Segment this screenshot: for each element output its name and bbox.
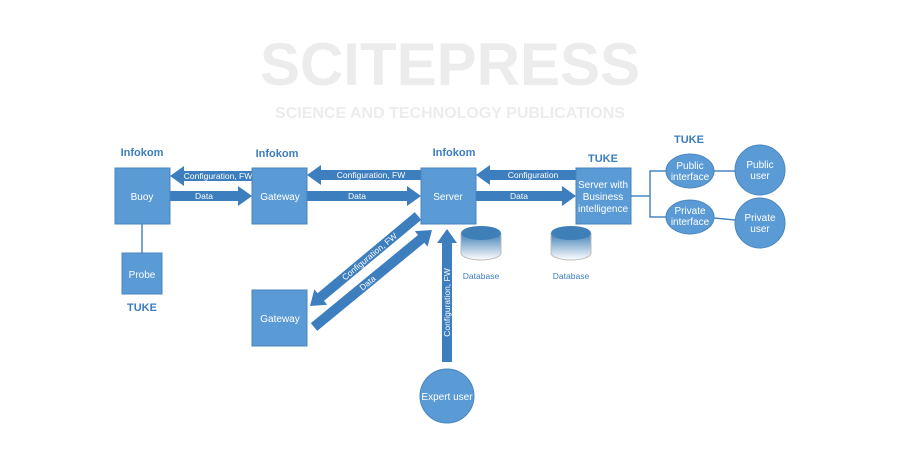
private-interface-node: Private interface bbox=[665, 199, 715, 235]
arrow-gateway-to-buoy: Configuration, FW bbox=[170, 166, 252, 186]
private-user-node: Private user bbox=[734, 197, 786, 249]
arrow-server-to-bi-label: Data bbox=[510, 191, 528, 201]
public-interface-node: Public interface bbox=[665, 153, 715, 189]
org-label-server: Infokom bbox=[433, 147, 476, 159]
public-user-label-1: Public bbox=[746, 160, 773, 171]
public-interface-label-1: Public bbox=[676, 161, 703, 172]
server-node: Server bbox=[420, 167, 477, 225]
arrow-server-to-gateway2-shape bbox=[310, 212, 422, 306]
database2-label: Database bbox=[553, 271, 590, 281]
arrow-buoy-to-gateway: Data bbox=[170, 186, 252, 206]
arrow-expert-to-server: Configuration, FW bbox=[437, 229, 457, 362]
buoy-label: Buoy bbox=[131, 192, 154, 203]
arrow-bi-to-server-shape bbox=[476, 165, 576, 185]
arrow-server-to-gateway2: Configuration, FW bbox=[310, 212, 422, 306]
arrow-server-to-gateway: Configuration, FW bbox=[307, 165, 421, 185]
org-label-gateway: Infokom bbox=[256, 148, 299, 160]
arrow-gateway-to-buoy-label: Configuration, FW bbox=[184, 171, 253, 181]
private-user-label-1: Private bbox=[744, 213, 776, 224]
probe-node: Probe bbox=[121, 252, 163, 295]
gateway2-label: Gateway bbox=[260, 314, 299, 325]
database-icon: Database bbox=[460, 226, 502, 281]
gateway-label: Gateway bbox=[260, 192, 299, 203]
watermark-title: SCITEPRESS bbox=[260, 31, 640, 98]
public-user-label-2: user bbox=[750, 171, 770, 182]
org-label-buoy: Infokom bbox=[121, 147, 164, 159]
arrow-gateway-to-server-label: Data bbox=[348, 191, 366, 201]
private-user-label-2: user bbox=[750, 224, 770, 235]
server-bi-label-2: Business bbox=[583, 192, 624, 203]
arrow-buoy-to-gateway-shape bbox=[170, 186, 252, 206]
public-user-node: Public user bbox=[734, 144, 786, 196]
watermark-subtitle: SCIENCE AND TECHNOLOGY PUBLICATIONS bbox=[275, 105, 625, 122]
gateway-node: Gateway bbox=[251, 167, 308, 225]
gateway2-node: Gateway bbox=[251, 289, 308, 347]
expert-user-node: Expert user bbox=[419, 368, 475, 424]
arrow-server-to-bi: Data bbox=[476, 186, 576, 206]
bi-private-link bbox=[649, 196, 666, 218]
arrow-bi-to-server: Configuration bbox=[476, 165, 576, 185]
arrow-expert-to-server-shape bbox=[437, 229, 457, 362]
server-bi-label-3: intelligence bbox=[578, 204, 628, 215]
watermark: SCITEPRESS SCIENCE AND TECHNOLOGY PUBLIC… bbox=[260, 31, 640, 122]
expert-user-label: Expert user bbox=[421, 392, 473, 403]
private-interface-label-1: Private bbox=[674, 206, 706, 217]
arrow-gateway2-to-server: Data bbox=[310, 230, 432, 331]
server-label: Server bbox=[433, 192, 463, 203]
database1-label: Database bbox=[463, 271, 500, 281]
org-label-interfaces: TUKE bbox=[674, 134, 704, 146]
arrow-server-to-bi-shape bbox=[476, 186, 576, 206]
arrow-buoy-to-gateway-label: Data bbox=[195, 191, 213, 201]
buoy-node: Buoy bbox=[114, 167, 171, 225]
arrow-bi-to-server-label: Configuration bbox=[508, 170, 559, 180]
private-interface-label-2: interface bbox=[671, 217, 710, 228]
database-icon: Database bbox=[550, 226, 592, 281]
arrow-expert-to-server-label: Configuration, FW bbox=[442, 268, 452, 337]
org-label-probe: TUKE bbox=[127, 302, 157, 314]
server-bi-node: Server with Business intelligence bbox=[575, 167, 632, 225]
arrow-gateway-to-server: Data bbox=[307, 186, 421, 206]
probe-label: Probe bbox=[129, 270, 156, 281]
arrow-gateway-to-buoy-shape bbox=[170, 166, 252, 186]
bi-public-link bbox=[631, 170, 666, 197]
public-interface-label-2: interface bbox=[671, 172, 710, 183]
arrow-gateway2-to-server-shape bbox=[310, 230, 432, 331]
arrow-server-to-gateway-label: Configuration, FW bbox=[337, 170, 406, 180]
org-label-server-bi: TUKE bbox=[588, 153, 618, 165]
server-bi-label-1: Server with bbox=[578, 180, 628, 191]
arrow-gateway-to-server-shape bbox=[307, 186, 421, 206]
private-link bbox=[713, 217, 736, 221]
arrow-server-to-gateway-shape bbox=[307, 165, 421, 185]
